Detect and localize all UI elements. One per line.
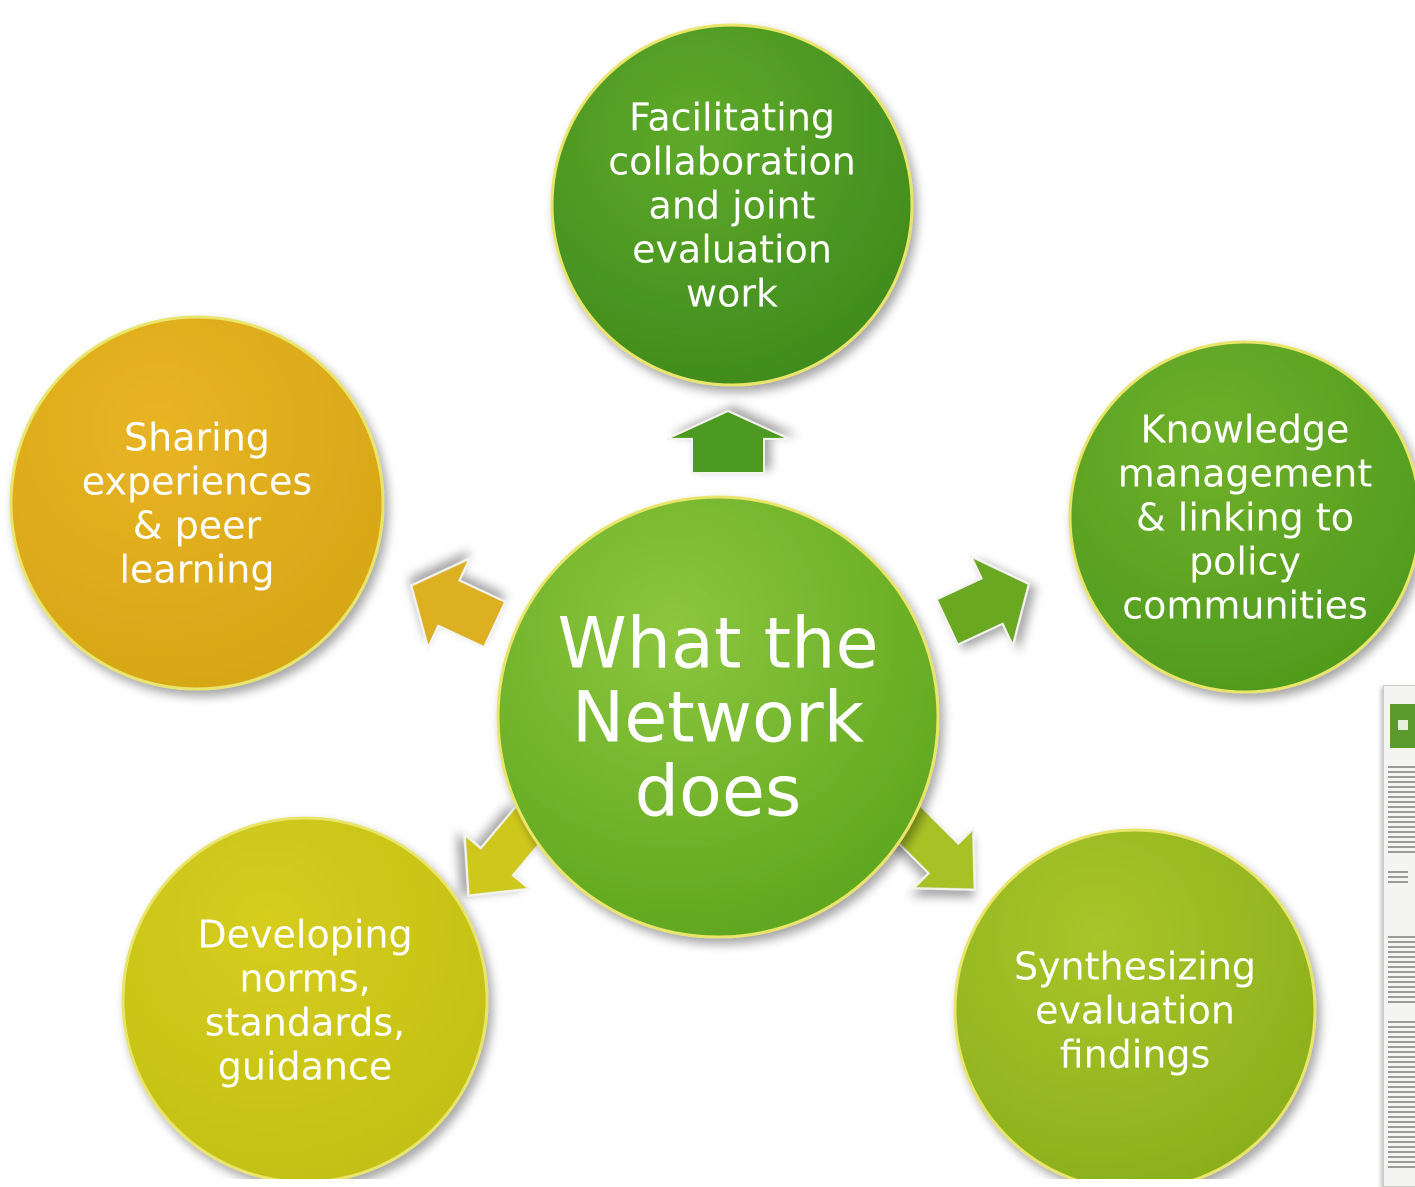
center-node-label-line: What the (557, 603, 878, 685)
thumbnail-text-lines (1388, 871, 1408, 883)
node-left-label-line: Sharing (124, 415, 270, 459)
node-top-label-line: Facilitating (629, 95, 835, 139)
node-top-label-line: and joint (649, 183, 816, 227)
node-bottom-right-label-line: evaluation (1035, 988, 1235, 1032)
arrow-bottom-left (463, 805, 549, 897)
node-left-label-line: experiences (82, 459, 312, 503)
arrow-right (935, 554, 1030, 649)
center-node-label-line: Network (572, 677, 865, 759)
arrow-top (666, 409, 790, 474)
node-right-label-line: communities (1122, 583, 1368, 627)
node-top-label-line: work (686, 271, 778, 315)
node-right-label-line: & linking to (1136, 495, 1354, 539)
thumbnail-text-lines (1388, 936, 1415, 1006)
node-top-label-line: evaluation (632, 227, 832, 271)
node-left-label-line: learning (119, 547, 274, 591)
node-top-label-line: collaboration (608, 139, 856, 183)
node-left-label-line: & peer (133, 503, 262, 547)
node-bottom-left-label-line: guidance (218, 1044, 393, 1088)
arrow-left (410, 556, 507, 651)
node-bottom-right-label-line: Synthesizing (1014, 944, 1256, 988)
node-top-circle (550, 23, 914, 387)
document-page-icon (1383, 685, 1415, 1187)
node-right-label-line: Knowledge (1141, 407, 1350, 451)
node-bottom-left-label-line: standards, (205, 1000, 405, 1044)
node-bottom-left-label-line: Developing (197, 912, 412, 956)
node-right-label-line: policy (1189, 539, 1301, 583)
center-node-circle (496, 495, 940, 939)
node-right-circle (1068, 340, 1415, 694)
arrows-layer (410, 409, 1030, 897)
node-bottom-left-label-line: norms, (239, 956, 370, 1000)
node-right-label-line: management (1118, 451, 1373, 495)
thumbnail-text-lines (1388, 766, 1415, 856)
thumbnail-header-band (1390, 704, 1415, 748)
node-bottom-left-circle (121, 816, 489, 1179)
center-node-label-line: does (635, 751, 802, 833)
node-bottom-right-circle (953, 828, 1317, 1179)
node-left-circle (9, 315, 385, 691)
node-bottom-right-label-line: findings (1060, 1032, 1211, 1076)
thumbnail-text-lines (1388, 1021, 1415, 1171)
